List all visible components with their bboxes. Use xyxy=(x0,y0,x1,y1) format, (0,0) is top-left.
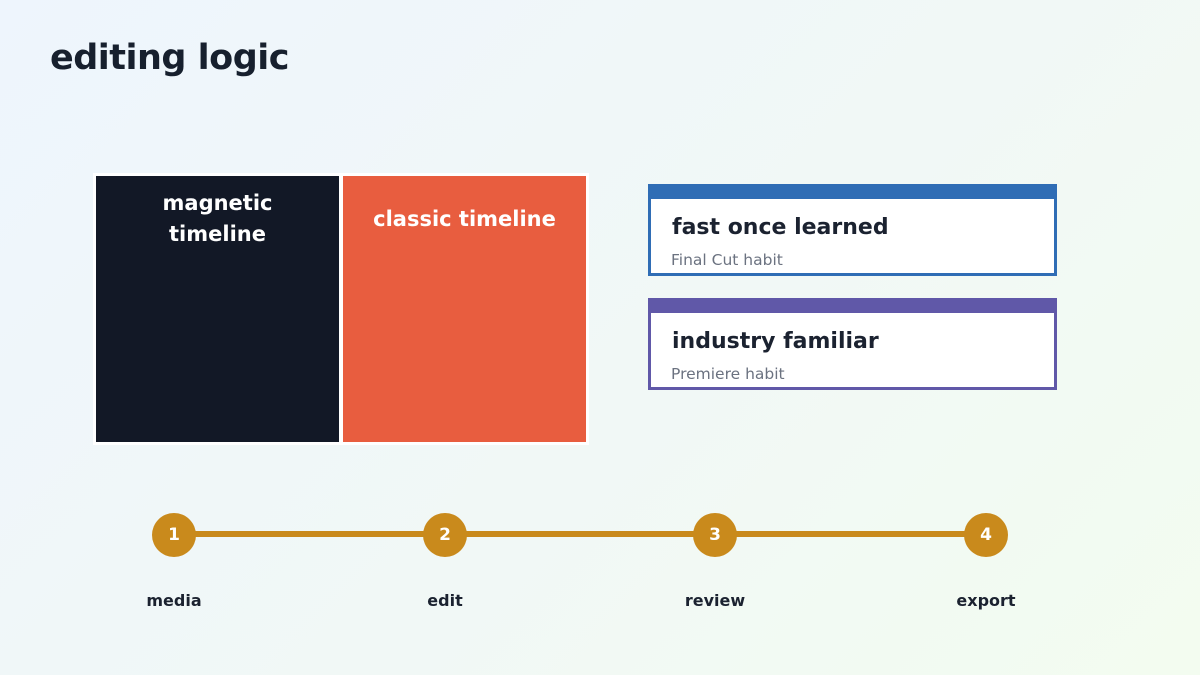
step-label-edit: edit xyxy=(427,591,463,610)
step-dot-2: 2 xyxy=(423,513,467,557)
card-title: fast once learned xyxy=(672,215,889,240)
step-dot-4: 4 xyxy=(964,513,1008,557)
panel-magnetic-timeline: magnetic timeline xyxy=(96,176,339,442)
timeline-line xyxy=(174,531,986,537)
step-label-export: export xyxy=(956,591,1016,610)
step-label-media: media xyxy=(146,591,202,610)
step-dot-1: 1 xyxy=(152,513,196,557)
card-subtitle: Final Cut habit xyxy=(671,251,783,269)
card-industry-familiar: industry familiar Premiere habit xyxy=(648,298,1057,390)
card-fast-once-learned: fast once learned Final Cut habit xyxy=(648,184,1057,276)
card-title: industry familiar xyxy=(672,329,879,354)
card-subtitle: Premiere habit xyxy=(671,365,785,383)
panel-label: magnetic timeline xyxy=(162,191,273,246)
step-label-review: review xyxy=(684,591,746,610)
panel-classic-timeline: classic timeline xyxy=(343,176,586,442)
panel-label: classic timeline xyxy=(373,207,556,231)
step-dot-3: 3 xyxy=(693,513,737,557)
page-title: editing logic xyxy=(50,38,290,78)
